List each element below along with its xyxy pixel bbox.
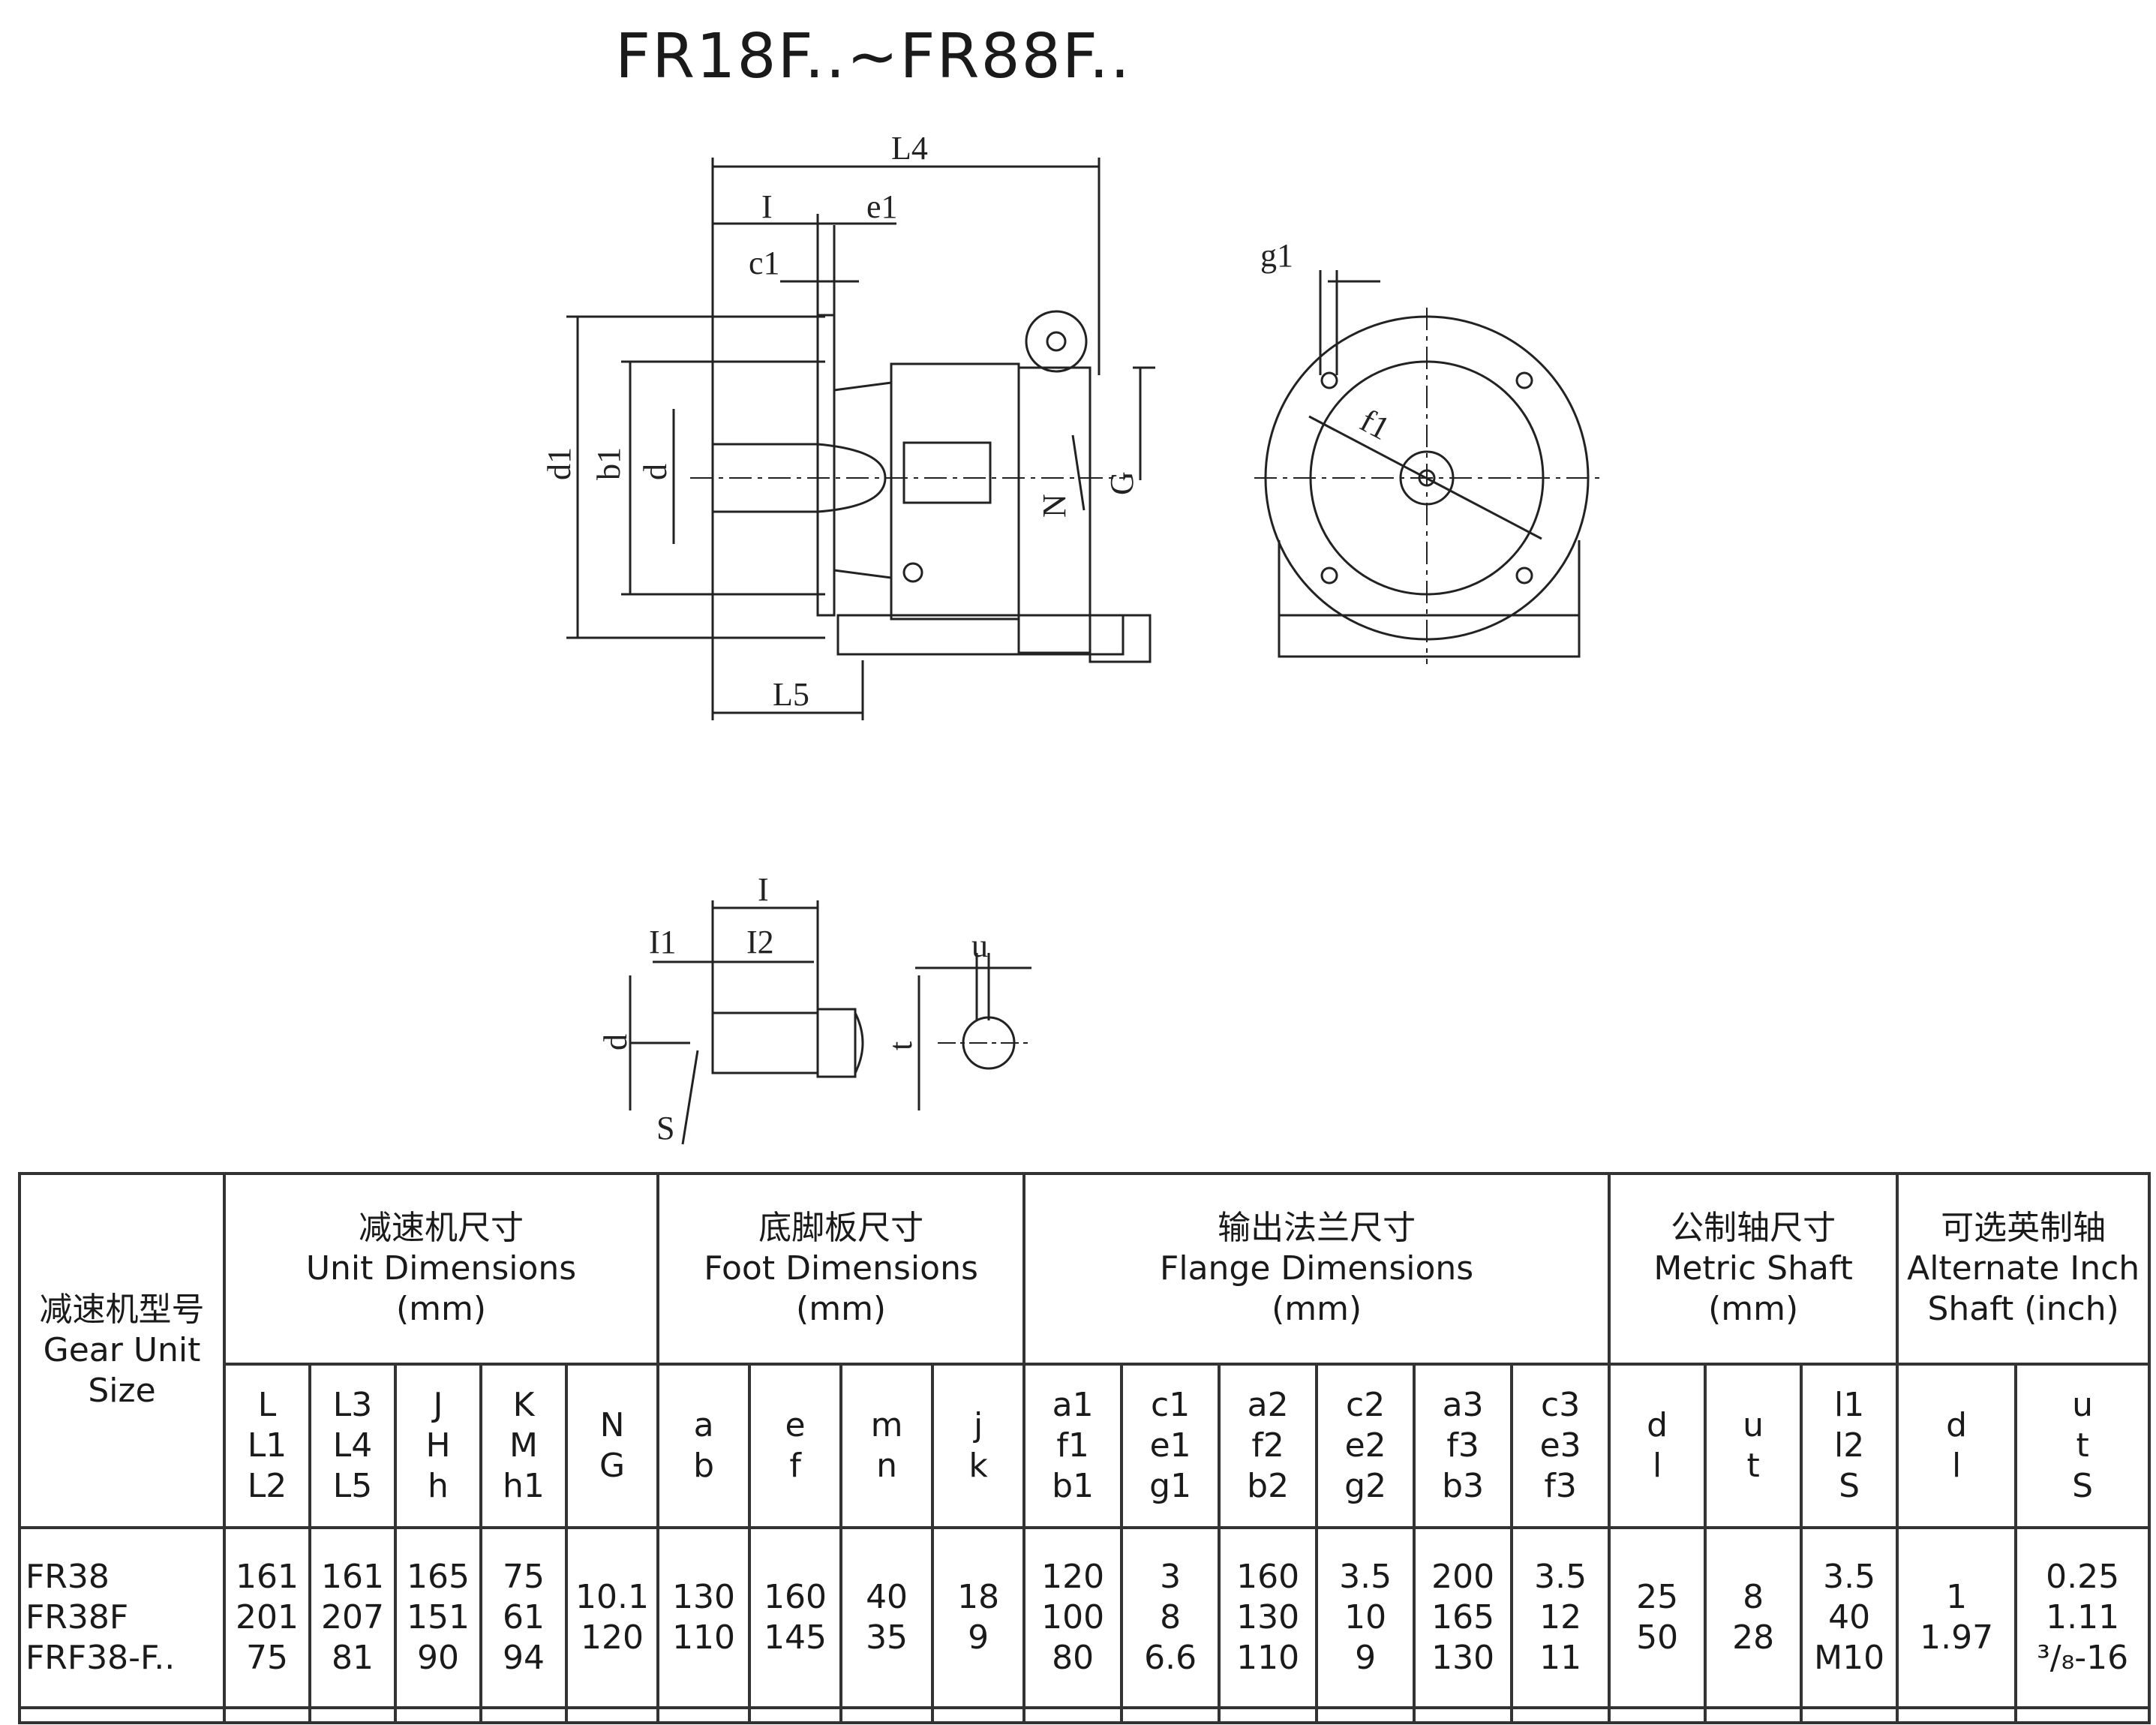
label-e1: e1 [866, 188, 898, 225]
label-d1: d1 [541, 447, 578, 480]
label-d: d [637, 464, 674, 480]
table-cell: 160 130 110 [1218, 1526, 1319, 1709]
table-cell: 3 8 6.6 [1120, 1526, 1221, 1709]
label-b1: b1 [590, 447, 627, 480]
label-shaft-I: I [758, 871, 769, 908]
technical-drawing: L4 I e1 c1 d1 b1 d N G L5 g1 f1 I I1 I2 … [541, 130, 1602, 1146]
subheader-J: J H h [394, 1363, 482, 1529]
header-flange-dimensions: 输出法兰尺寸 Flange Dimensions (mm) [1022, 1172, 1611, 1366]
table-row-continuation [18, 1706, 2151, 1724]
label-L5: L5 [773, 676, 809, 713]
table-cell: 18 9 [931, 1526, 1026, 1709]
label-S: S [656, 1110, 674, 1146]
subheader-a3: a3 f3 b3 [1413, 1363, 1514, 1529]
table-cell: 161 207 81 [308, 1526, 397, 1709]
table-cell: 75 61 94 [479, 1526, 568, 1709]
subheader-c3: c3 e3 f3 [1510, 1363, 1611, 1529]
page-title: FR18F..~FR88F.. [615, 21, 1131, 92]
subheader-e: e f [748, 1363, 843, 1529]
table-cell: 160 145 [748, 1526, 843, 1709]
label-t: t [882, 1041, 919, 1050]
subheader-inch-u: u t S [2014, 1363, 2151, 1529]
subheader-j: j k [931, 1363, 1026, 1529]
subheader-c2: c2 e2 g2 [1315, 1363, 1416, 1529]
subheader-K: K M h1 [479, 1363, 568, 1529]
subheader-inch-d: d l [1896, 1363, 2018, 1529]
label-I: I [761, 188, 773, 225]
table-cell: 200 165 130 [1413, 1526, 1514, 1709]
subheader-a: a b [656, 1363, 752, 1529]
table-cell: 25 50 [1608, 1526, 1707, 1709]
table-cell: 10.1 120 [564, 1526, 660, 1709]
row-model: FR38 FR38F FRF38-F.. [18, 1526, 226, 1709]
header-inch-shaft: 可选英制轴 Alternate Inch Shaft (inch) [1896, 1172, 2151, 1366]
table-cell: 0.25 1.11 ³/₈-16 [2014, 1526, 2151, 1709]
subheader-metric-l1: l1 l2 S [1800, 1363, 1899, 1529]
table-cell: 3.5 10 9 [1315, 1526, 1416, 1709]
subheader-L: L L1 L2 [223, 1363, 311, 1529]
header-unit-dimensions: 减速机尺寸 Unit Dimensions (mm) [222, 1172, 660, 1366]
dimension-table: 减速机型号 Gear Unit Size 减速机尺寸 Unit Dimensio… [18, 1172, 2151, 1724]
subheader-metric-d: d l [1608, 1363, 1707, 1529]
label-c1: c1 [749, 245, 780, 281]
label-shaft-d: d [597, 1034, 634, 1050]
table-cell: 1 1.97 [1896, 1526, 2018, 1709]
label-I2: I2 [746, 924, 774, 960]
label-u: u [971, 927, 988, 964]
table-cell: 161 201 75 [223, 1526, 311, 1709]
table-cell: 130 110 [656, 1526, 752, 1709]
label-L4: L4 [891, 130, 928, 167]
subheader-a1: a1 f1 b1 [1022, 1363, 1124, 1529]
subheader-L3: L3 L4 L5 [308, 1363, 397, 1529]
table-cell: 120 100 80 [1022, 1526, 1124, 1709]
table-cell: 40 35 [839, 1526, 935, 1709]
table-cell: 3.5 40 M10 [1800, 1526, 1899, 1709]
label-I1: I1 [649, 924, 677, 960]
label-G: G [1104, 471, 1140, 495]
subheader-N: N G [564, 1363, 660, 1529]
subheader-m: m n [839, 1363, 935, 1529]
table-cell: 165 151 90 [394, 1526, 482, 1709]
header-foot-dimensions: 底脚板尺寸 Foot Dimensions (mm) [656, 1172, 1026, 1366]
table-cell: 8 28 [1704, 1526, 1803, 1709]
label-N: N [1036, 494, 1073, 518]
label-f1: f1 [1354, 402, 1395, 447]
subheader-metric-u: u t [1704, 1363, 1803, 1529]
header-gear-unit-size: 减速机型号 Gear Unit Size [18, 1172, 226, 1529]
table-cell: 3.5 12 11 [1510, 1526, 1611, 1709]
header-metric-shaft: 公制轴尺寸 Metric Shaft (mm) [1608, 1172, 1899, 1366]
label-g1: g1 [1260, 237, 1293, 274]
subheader-c1: c1 e1 g1 [1120, 1363, 1221, 1529]
subheader-a2: a2 f2 b2 [1218, 1363, 1319, 1529]
table-row: FR38 FR38F FRF38-F.. 161 201 75 161 207 … [18, 1526, 2151, 1709]
